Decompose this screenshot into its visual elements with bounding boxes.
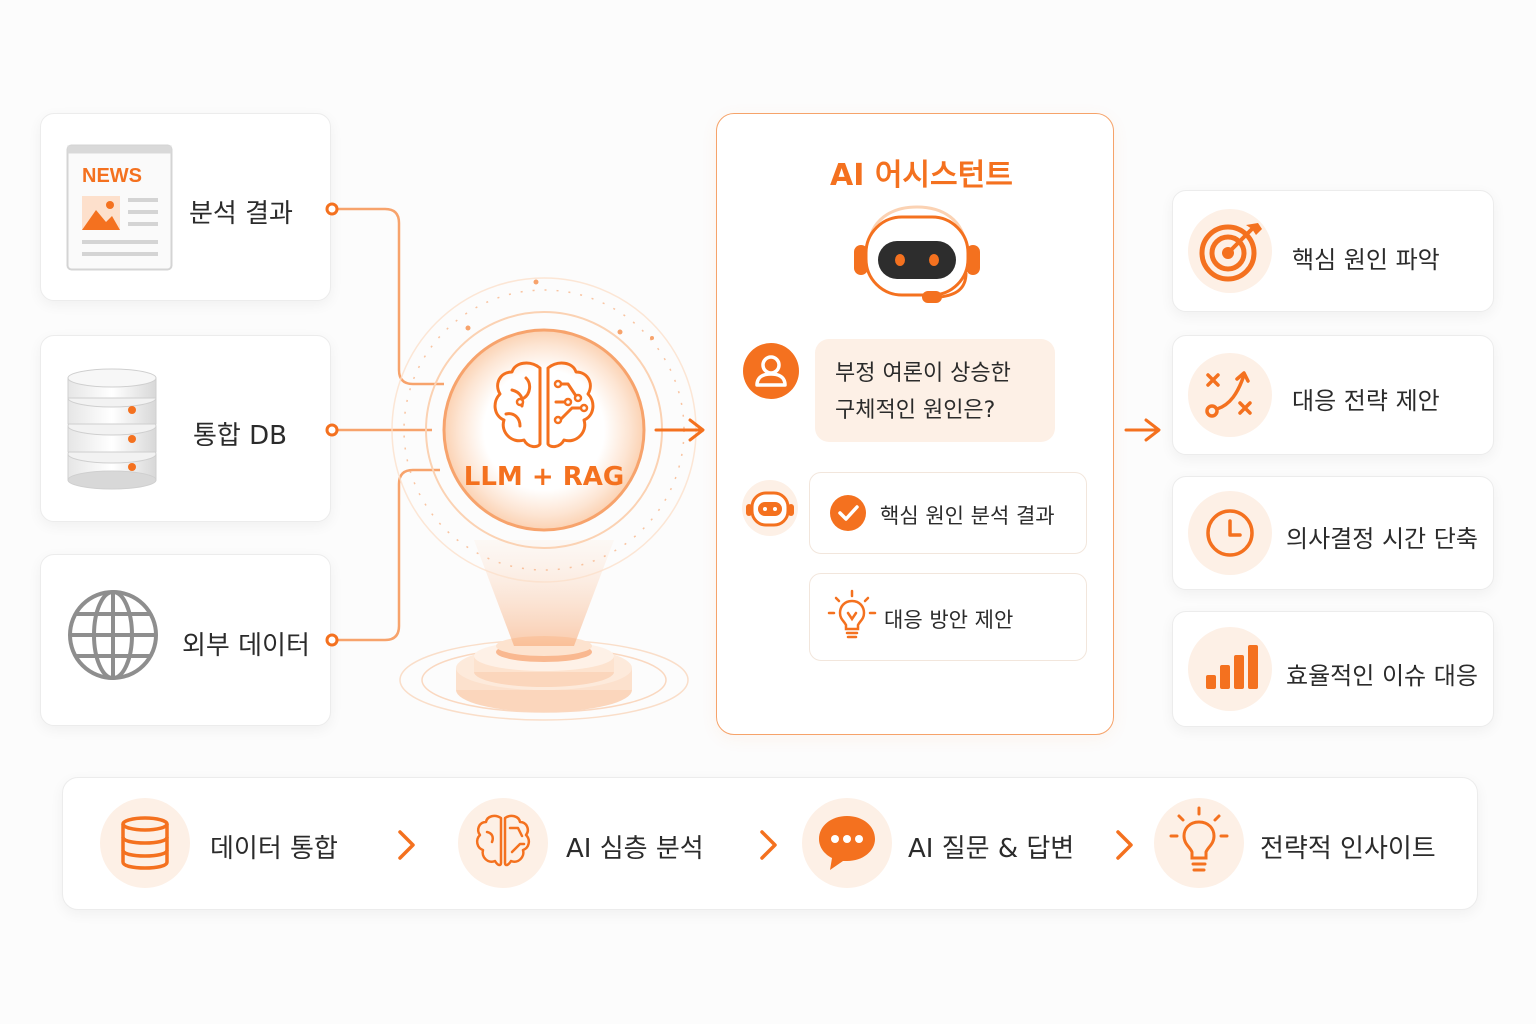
step-label-qa: AI 질문 & 답변 xyxy=(908,834,1075,864)
chevron-right-icon xyxy=(760,830,777,860)
source-label-analysis: 분석 결과 xyxy=(189,199,293,229)
chevron-right-icon xyxy=(398,830,415,860)
outcome-label-efficiency: 효율적인 이슈 대응 xyxy=(1286,662,1478,690)
step-label-insight: 전략적 인사이트 xyxy=(1260,834,1436,864)
assistant-title: AI 어시스턴트 xyxy=(830,158,1013,193)
step-chat-icon xyxy=(802,798,892,888)
outcome-label-cause: 핵심 원인 파악 xyxy=(1292,246,1440,274)
step-label-analysis: AI 심층 분석 xyxy=(566,834,704,864)
user-avatar-icon xyxy=(743,343,799,399)
outcome-label-time: 의사결정 시간 단축 xyxy=(1286,525,1478,553)
step-lightbulb-icon xyxy=(1154,798,1244,888)
strategy-icon xyxy=(1188,353,1272,437)
step-brain-icon xyxy=(458,798,548,888)
source-label-db: 통합 DB xyxy=(193,421,287,451)
step-database-icon xyxy=(100,798,190,888)
clock-icon xyxy=(1188,491,1272,575)
globe-icon xyxy=(68,590,158,680)
bar-chart-icon xyxy=(1188,627,1272,711)
hub-label: LLM + RAG xyxy=(463,462,625,492)
news-icon-text: NEWS xyxy=(82,165,142,187)
source-label-external: 외부 데이터 xyxy=(182,631,310,661)
reply-label-solution: 대응 방안 제안 xyxy=(884,608,1014,632)
question-bubble: 부정 여론이 상승한 구체적인 원인은? xyxy=(815,339,1055,442)
robot-icon xyxy=(854,205,980,303)
target-icon xyxy=(1188,209,1272,293)
news-icon: NEWS xyxy=(66,144,173,271)
chevron-right-icon xyxy=(1116,830,1133,860)
bot-avatar-icon xyxy=(742,480,798,536)
question-line-1: 부정 여론이 상승한 xyxy=(835,361,1011,386)
outcome-label-strategy: 대응 전략 제안 xyxy=(1292,387,1440,415)
source-card-external xyxy=(40,554,331,726)
database-icon xyxy=(67,368,157,490)
question-line-2: 구체적인 원인은? xyxy=(835,398,996,423)
lightbulb-icon xyxy=(827,589,877,639)
check-icon xyxy=(830,495,866,531)
reply-card-solution xyxy=(809,573,1087,661)
step-label-integration: 데이터 통합 xyxy=(210,834,338,864)
reply-label-analysis: 핵심 원인 분석 결과 xyxy=(880,504,1055,528)
